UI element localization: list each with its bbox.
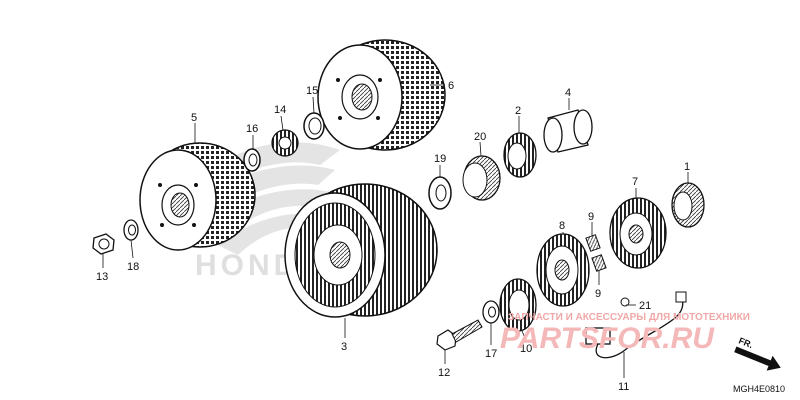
part-5-clutch-center xyxy=(139,142,256,251)
part-4-sleeve xyxy=(543,109,593,153)
part-14-small-gear xyxy=(271,129,299,157)
watermark-site-name: PARTSFOR.RU xyxy=(500,322,715,355)
watermark-tagline: ЗАПЧАСТИ И АКСЕССУАРЫ ДЛЯ МОТОТЕХНИКИ xyxy=(508,312,750,323)
arrow-right-icon xyxy=(734,346,781,371)
callout-1: 1 xyxy=(684,161,690,173)
drawing-code: MGH4E0810 xyxy=(733,384,785,394)
callout-16: 16 xyxy=(246,123,258,135)
watermark-site: ЗАПЧАСТИ И АКСЕССУАРЫ ДЛЯ МОТОТЕХНИКИ PA… xyxy=(500,312,750,355)
part-20-needle-bearing xyxy=(462,155,501,201)
part-10-plate xyxy=(499,278,537,332)
callout-4: 4 xyxy=(565,87,571,99)
part-6-clutch-outer xyxy=(317,39,446,151)
part-9-spring-upper xyxy=(585,234,601,252)
callout-9-upper: 9 xyxy=(588,211,594,223)
callout-11: 11 xyxy=(618,381,629,393)
callout-8: 8 xyxy=(559,220,565,232)
part-11-sensor-harness xyxy=(585,291,687,359)
callout-18: 18 xyxy=(127,261,139,273)
front-direction-indicator: FR. xyxy=(734,335,781,371)
callout-6: 6 xyxy=(448,80,454,92)
callout-21: 21 xyxy=(639,300,651,312)
part-2-collar xyxy=(503,132,537,178)
leader-lines xyxy=(102,84,689,378)
callout-13: 13 xyxy=(96,271,108,283)
callout-17: 17 xyxy=(485,348,497,360)
callout-14: 14 xyxy=(274,104,286,116)
callout-20: 20 xyxy=(474,131,486,143)
callout-12: 12 xyxy=(438,367,450,379)
part-9-spring-lower xyxy=(591,254,607,272)
part-15-washer xyxy=(303,112,325,140)
callout-2: 2 xyxy=(515,105,521,117)
part-19-thrust-washer xyxy=(428,176,452,210)
part-16-washer xyxy=(243,148,261,172)
callout-3: 3 xyxy=(341,341,347,353)
callout-10: 10 xyxy=(520,343,532,355)
part-7-primary-gear xyxy=(609,197,667,269)
part-17-washer xyxy=(482,300,500,324)
callout-5: 5 xyxy=(191,112,197,124)
part-3-clutch-basket xyxy=(284,183,438,318)
part-12-bolt xyxy=(436,319,483,351)
part-18-washer xyxy=(123,219,139,241)
callout-19: 19 xyxy=(434,153,446,165)
part-8-sprocket xyxy=(536,233,590,307)
callout-9-lower: 9 xyxy=(595,288,601,300)
callout-7: 7 xyxy=(632,176,638,188)
part-13-nut xyxy=(92,233,115,255)
callout-15: 15 xyxy=(306,85,318,97)
part-1-bearing xyxy=(671,182,705,228)
